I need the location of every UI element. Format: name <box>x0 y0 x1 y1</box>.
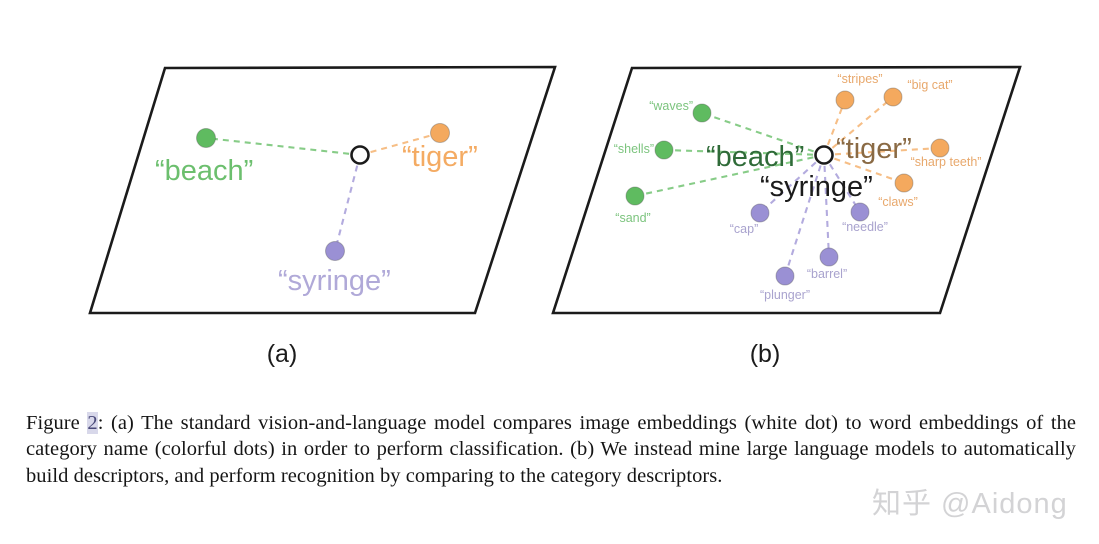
panel-a-dots <box>196 123 450 261</box>
figure-caption: Figure 2: (a) The standard vision-and-la… <box>26 410 1076 489</box>
panel-b-plane-border <box>551 65 1022 315</box>
label-tiger: “tiger” <box>402 141 478 173</box>
dot-barrel <box>819 247 839 267</box>
label-claws: “claws” <box>878 195 918 209</box>
caption-body: (a) The standard vision-and-language mod… <box>26 412 1077 487</box>
label-barrel: “barrel” <box>807 267 847 281</box>
edge-to-stripes <box>823 99 846 156</box>
edge-to-shells <box>663 148 825 157</box>
label-waves: “waves” <box>649 99 693 113</box>
edge-to-cap <box>759 154 825 214</box>
panel-b-category-labels: “beach” “tiger” “syringe” <box>706 133 912 203</box>
edge-to-beach <box>205 136 361 157</box>
dot-waves <box>692 103 712 123</box>
dot-needle <box>850 202 870 222</box>
edge-to-claws <box>823 154 905 184</box>
category-label-beach: “beach” <box>706 141 804 173</box>
label-big-cat: “big cat” <box>907 78 952 92</box>
edge-to-sharp-teeth <box>823 146 941 157</box>
panel-a-image-embedding-dot <box>350 145 370 165</box>
label-sand: “sand” <box>615 211 650 225</box>
panel-b: “waves” “shells” “sand” “stripes” “big cat” “… <box>551 65 1022 368</box>
dot-cap <box>750 203 770 223</box>
dot-sharp-teeth <box>930 138 950 158</box>
label-needle: “needle” <box>842 220 888 234</box>
dot-plunger <box>775 266 795 286</box>
panel-b-caption: (b) <box>750 340 781 368</box>
caption-figure-number: 2 <box>87 412 98 434</box>
edge-to-tiger <box>359 131 441 157</box>
label-cap: “cap” <box>730 222 758 236</box>
dot-big-cat <box>883 87 903 107</box>
panel-a-edges <box>205 131 441 252</box>
panel-b-edges <box>634 96 941 277</box>
edge-to-big-cat <box>823 96 894 156</box>
caption-figure-word: Figure <box>26 412 88 434</box>
embedding-space-diagram: “beach” “tiger” “syringe” (a) “waves” “shel… <box>88 65 1022 368</box>
label-plunger: “plunger” <box>760 288 810 302</box>
category-label-syringe: “syringe” <box>760 171 873 203</box>
panel-a: “beach” “tiger” “syringe” (a) <box>88 65 557 368</box>
label-shells: “shells” <box>614 142 654 156</box>
label-sharp-teeth: “sharp teeth” <box>911 155 982 169</box>
edge-to-needle <box>823 154 861 213</box>
label-syringe: “syringe” <box>278 265 391 297</box>
panel-a-caption: (a) <box>267 340 298 368</box>
panel-a-labels: “beach” “tiger” “syringe” <box>155 141 478 297</box>
dot-claws <box>894 173 914 193</box>
dot-beach <box>196 128 216 148</box>
panel-b-image-embedding-dot <box>814 145 834 165</box>
dot-sand <box>625 186 645 206</box>
label-stripes: “stripes” <box>837 72 882 86</box>
panel-b-descriptor-labels: “waves” “shells” “sand” “stripes” “big cat” “… <box>614 72 982 302</box>
dot-syringe <box>325 241 345 261</box>
edge-to-syringe <box>333 154 362 252</box>
caption-colon: : <box>97 412 112 434</box>
label-beach: “beach” <box>155 155 253 187</box>
dot-shells <box>654 140 674 160</box>
panel-b-dots <box>625 87 950 286</box>
category-label-tiger: “tiger” <box>836 133 912 165</box>
dot-tiger <box>430 123 450 143</box>
dot-stripes <box>835 90 855 110</box>
